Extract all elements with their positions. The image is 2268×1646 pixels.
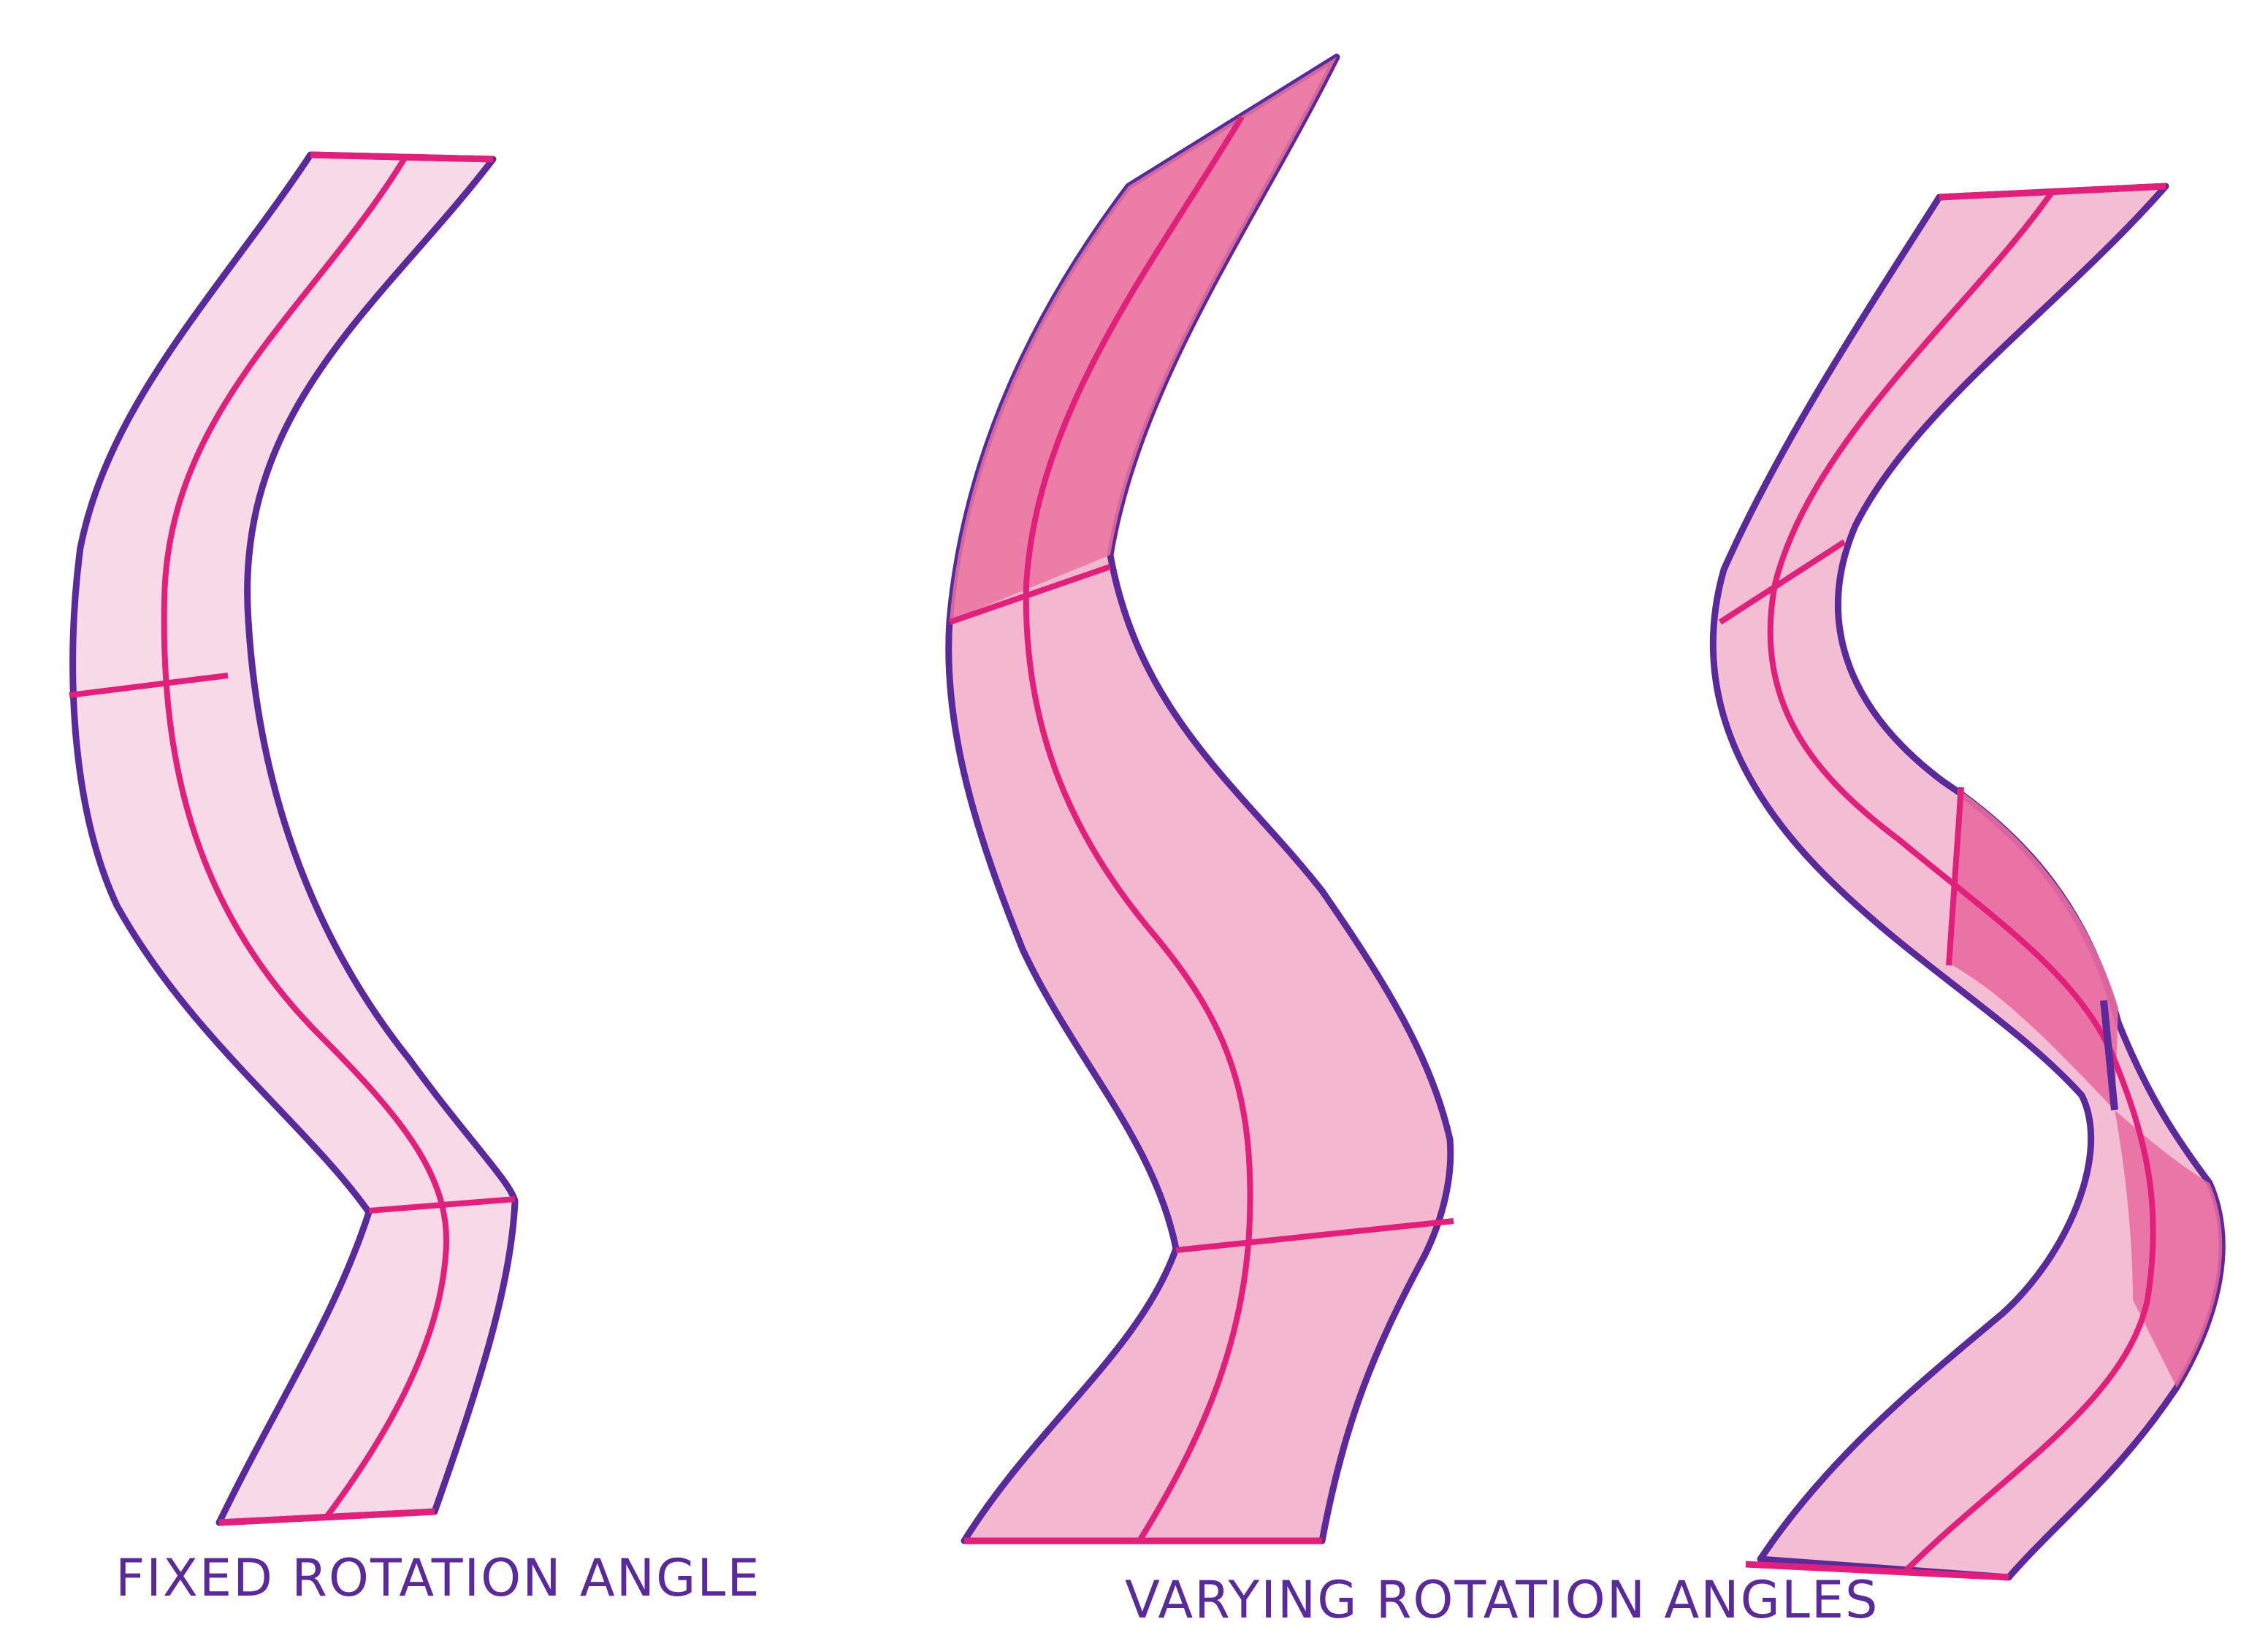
ribbon-right-twist-edge <box>2100 1000 2118 1111</box>
caption-varying-rotation: VARYING ROTATION ANGLES <box>1125 1570 1879 1630</box>
ribbon-right-cross-section-1 <box>1718 539 1847 625</box>
caption-fixed-rotation: FIXED ROTATION ANGLE <box>115 1548 761 1608</box>
ribbon-right-top-edge <box>1939 183 2166 201</box>
ribbon-middle-shaded-upper <box>950 57 1337 621</box>
ribbon-varying-right <box>1709 183 2226 1581</box>
ribbon-fixed-bottom-edge <box>218 1508 435 1526</box>
ribbon-fixed-cross-section-2 <box>368 1196 516 1214</box>
ribbon-fixed-cross-section-1 <box>69 673 229 698</box>
ribbon-middle-centerline <box>1023 115 1253 1543</box>
ribbon-middle-cross-section-2 <box>1175 1218 1454 1253</box>
ribbon-fixed-surface <box>69 151 519 1526</box>
ribbon-middle-cross-section-1 <box>948 564 1112 625</box>
ribbon-fixed-rotation <box>69 151 519 1526</box>
ribbon-varying-middle <box>945 53 1454 1544</box>
ribbon-right-centerline <box>1767 189 2156 1572</box>
ribbon-right-bottom-edge <box>1745 1561 2009 1581</box>
ribbon-fixed-centerline <box>161 155 449 1521</box>
ribbon-fixed-top-edge <box>310 151 494 163</box>
ribbon-right-twist-lower <box>2115 1110 2223 1387</box>
ribbon-right-cross-section-2 <box>1946 786 1964 966</box>
